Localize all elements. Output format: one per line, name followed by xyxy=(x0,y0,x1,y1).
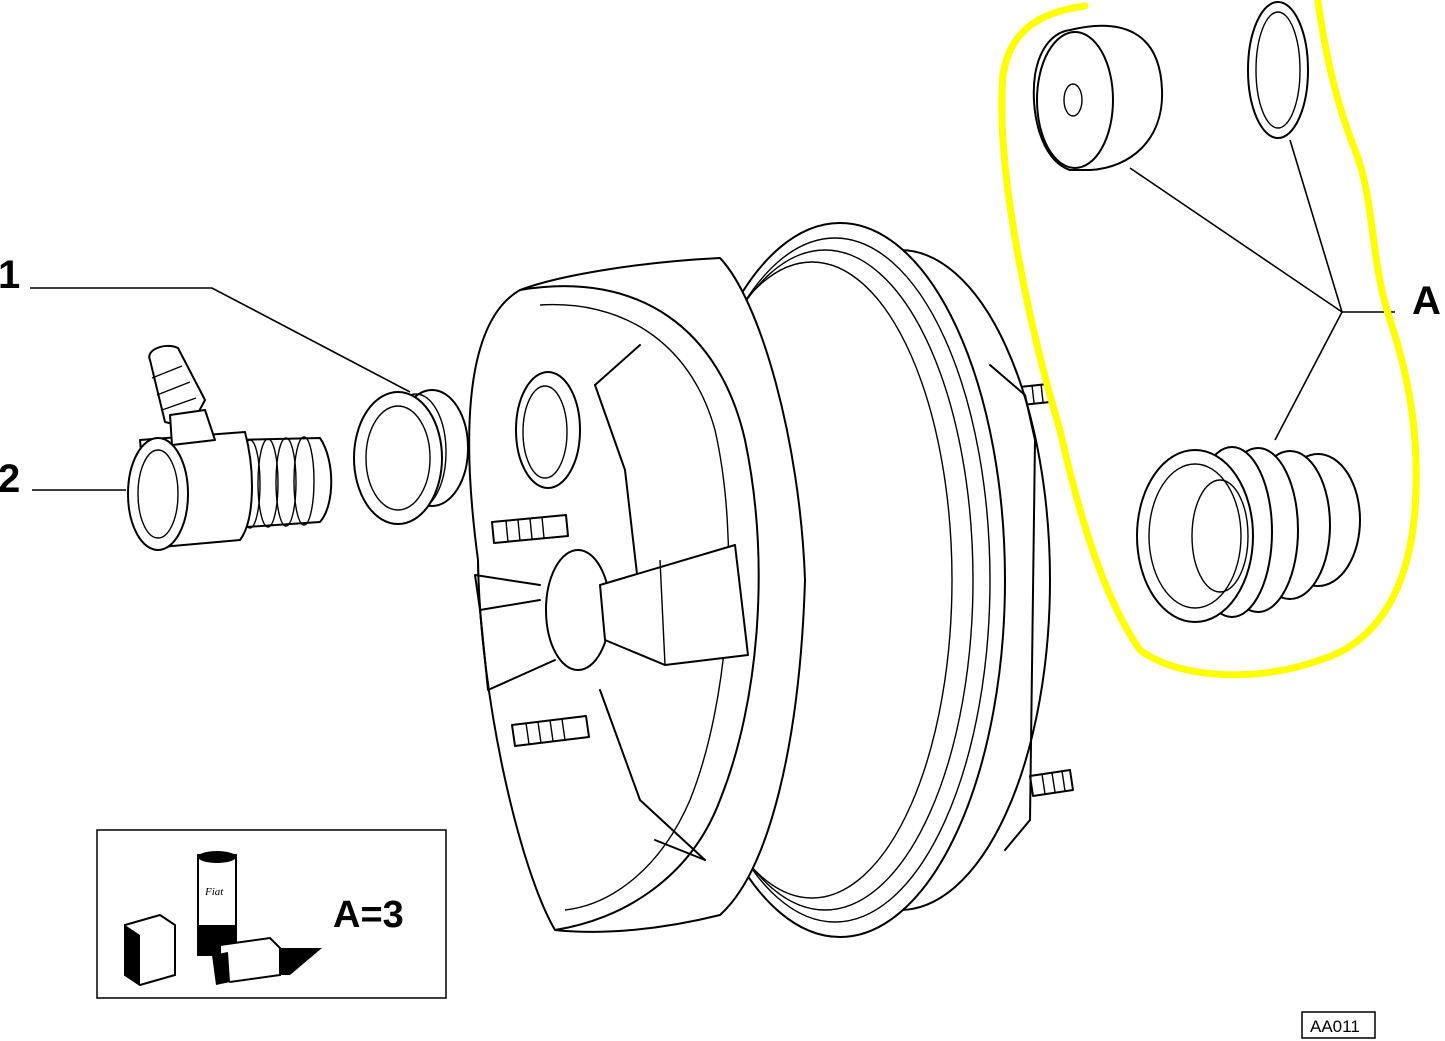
lubricant-box-right-icon xyxy=(212,936,322,985)
lubricant-tube-icon: Fiat xyxy=(197,851,237,956)
kit-a-bellows-grommet xyxy=(1136,446,1361,623)
legend-quantity: A=3 xyxy=(333,894,404,936)
drawing-code-tag: AA011 xyxy=(1301,1011,1376,1039)
elbow-connector-face xyxy=(127,437,189,551)
callout-2: 2 xyxy=(0,457,20,501)
brake-booster xyxy=(468,222,1074,938)
part-2-elbow-connector xyxy=(127,344,333,551)
kit-a-cap xyxy=(1032,24,1164,171)
lubricant-box-left-icon xyxy=(124,913,176,987)
kit-a-highlight-outline xyxy=(998,0,1420,679)
part-1-grommet xyxy=(353,389,469,525)
kit-a-ring xyxy=(1247,1,1309,139)
callout-a: A xyxy=(1412,279,1441,323)
tube-brand: Fiat xyxy=(204,886,224,898)
front-stud-upper xyxy=(491,514,569,544)
drawing-code: AA011 xyxy=(1310,1017,1360,1036)
front-stud-lower xyxy=(511,715,590,747)
booster-center-hub xyxy=(545,549,611,671)
leader-lines xyxy=(30,139,1395,491)
callout-1: 1 xyxy=(0,253,20,297)
booster-upper-port xyxy=(515,371,581,489)
rear-stud-lower xyxy=(1029,769,1074,797)
quantity-legend: Fiat A=3 xyxy=(96,829,447,999)
